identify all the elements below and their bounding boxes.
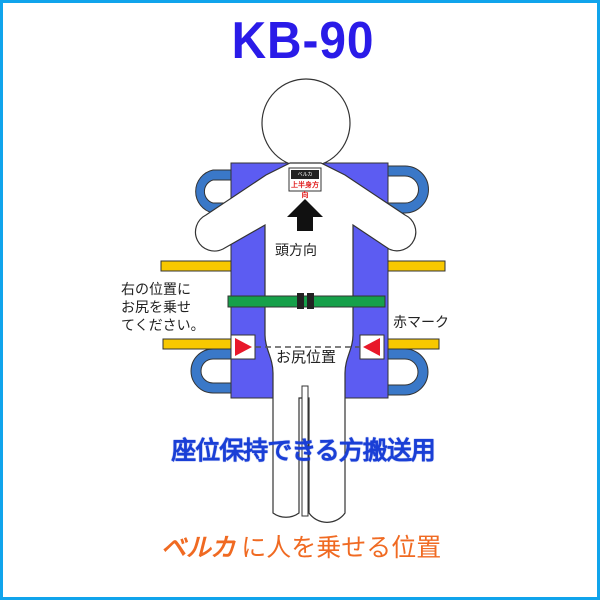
leg-divider: [301, 385, 309, 517]
seating-instruction-line: てください。: [121, 318, 205, 334]
stretcher-diagram: [160, 78, 446, 523]
tag-direction-text: 上半身方向: [291, 181, 319, 199]
upper-right-handle: [387, 165, 429, 214]
tag-brand-text: ベルカ: [297, 172, 313, 178]
seating-instruction-line: お尻を乗せ: [121, 300, 191, 316]
usage-caption: 座位保持できる方搬送用: [171, 436, 436, 465]
yellow-strap-upper-right: [386, 260, 446, 272]
human-figure: [194, 78, 417, 523]
brand-name: ベルカ: [161, 533, 236, 562]
red-mark-left-arrow: [235, 338, 252, 356]
lower-left-handle: [190, 348, 232, 394]
placement-caption: ベルカに人を乗せる位置: [161, 528, 441, 564]
red-mark-right-arrow: [363, 338, 380, 356]
seating-instruction-note: 右の位置に お尻を乗せ てください。: [121, 281, 205, 335]
green-belt: [227, 295, 386, 308]
seating-instruction-line: 右の位置に: [121, 282, 191, 298]
yellow-strap-lower-right: [386, 338, 440, 350]
lower-right-handle: [387, 348, 429, 396]
up-arrow-icon: [287, 199, 323, 231]
placement-caption-text: に人を乗せる位置: [241, 533, 442, 562]
hip-position-label: お尻位置: [276, 348, 337, 366]
belt-buckle-left: [297, 293, 304, 309]
model-title: KB-90: [231, 12, 375, 70]
yellow-strap-upper-left: [160, 260, 234, 272]
red-mark-label: 赤マーク: [393, 315, 449, 331]
belt-buckle-right: [307, 293, 314, 309]
yellow-strap-lower-left: [162, 338, 232, 350]
head-direction-label: 頭方向: [275, 243, 317, 259]
